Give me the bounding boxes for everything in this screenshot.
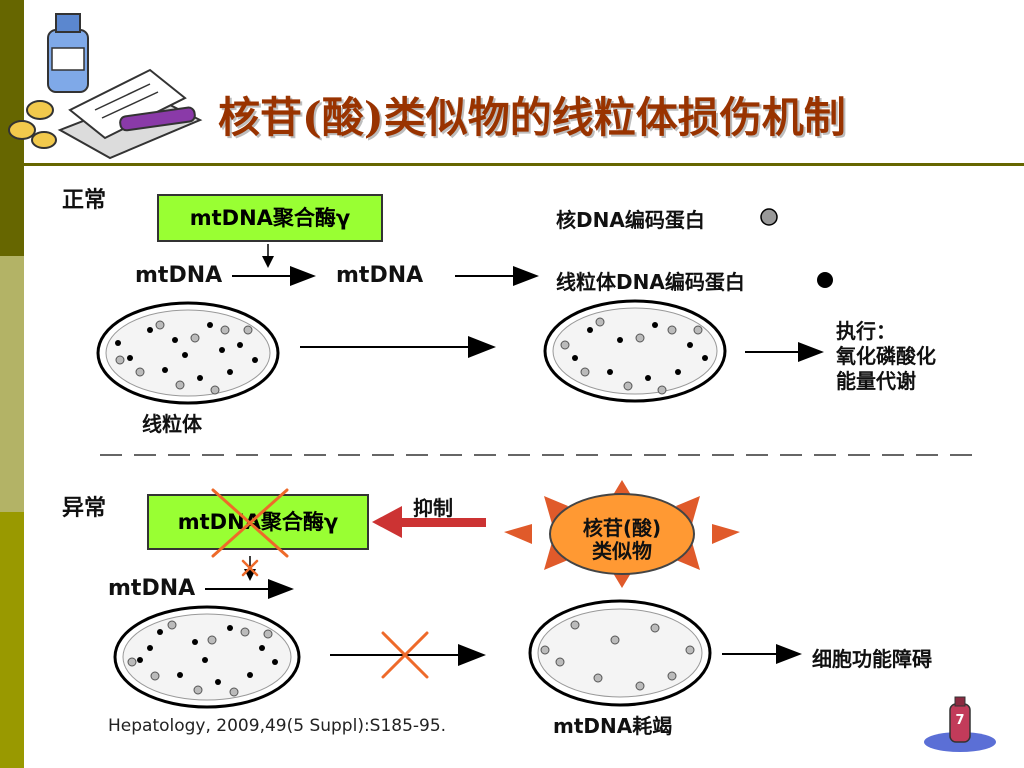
inhibit-arrow [372,506,486,538]
arrow-mtdna-to-proteins [455,266,539,286]
mitochondrion-depleted [528,599,712,707]
mitochondrion-abnormal-left [113,605,301,709]
arrow-to-dysfunction [722,644,802,664]
small-cross-icon [241,559,259,577]
page-number: 7 [955,713,965,728]
arrow-mtdna-replication [232,266,316,286]
left-stripe-middle [0,256,24,512]
mtdna-label-abnormal: mtDNA [108,576,196,601]
arrow-mtdna-abnormal [205,579,294,599]
title-divider [24,163,1024,166]
polymerase-gamma-box-normal: mtDNA聚合酶γ [157,194,383,242]
abnormal-section-label: 异常 [62,496,107,521]
slide-title: 核苷(酸)类似物的线粒体损伤机制 [218,93,846,142]
arrow-to-execute [745,342,824,362]
arrow-mito-to-mito [300,336,496,358]
mtdna-depletion-label: mtDNA耗竭 [553,714,673,738]
black-dot-icon [817,272,833,288]
mtdna-label-left: mtDNA [135,263,223,288]
cell-dysfunction-label: 细胞功能障碍 [812,647,932,671]
page-number-icon [924,696,996,752]
execute-title: 执行： [836,319,896,343]
left-stripe-bottom [0,512,24,768]
mitochondrion-normal-left [96,301,280,405]
citation: Hepatology, 2009,49(5 Suppl):S185-95. [108,716,447,736]
arrow-blocked [330,644,486,666]
mito-encoded-protein-label: 线粒体DNA编码蛋白 [556,270,745,294]
analog-label-line1: 核苷(酸) [582,516,662,540]
cross-icon [381,631,429,679]
execute-oxphos: 氧化磷酸化 [836,344,936,368]
mtdna-label-right: mtDNA [336,263,424,288]
polymerase-gamma-box-abnormal: mtDNA聚合酶γ [147,494,369,550]
nuclear-encoded-protein-label: 核DNA编码蛋白 [556,208,705,232]
mitochondrion-normal-right [543,299,727,403]
inhibit-label: 抑制 [413,496,453,520]
analog-label-line2: 类似物 [592,539,652,563]
mitochondria-label: 线粒体 [142,412,202,436]
execute-energy-metabolism: 能量代谢 [836,369,916,393]
normal-section-label: 正常 [62,188,107,213]
medicine-bottle-pills-icon [8,13,203,160]
cross-icon [211,488,289,558]
gray-dot-icon [760,208,778,226]
nucleoside-analog-starburst [504,480,740,588]
